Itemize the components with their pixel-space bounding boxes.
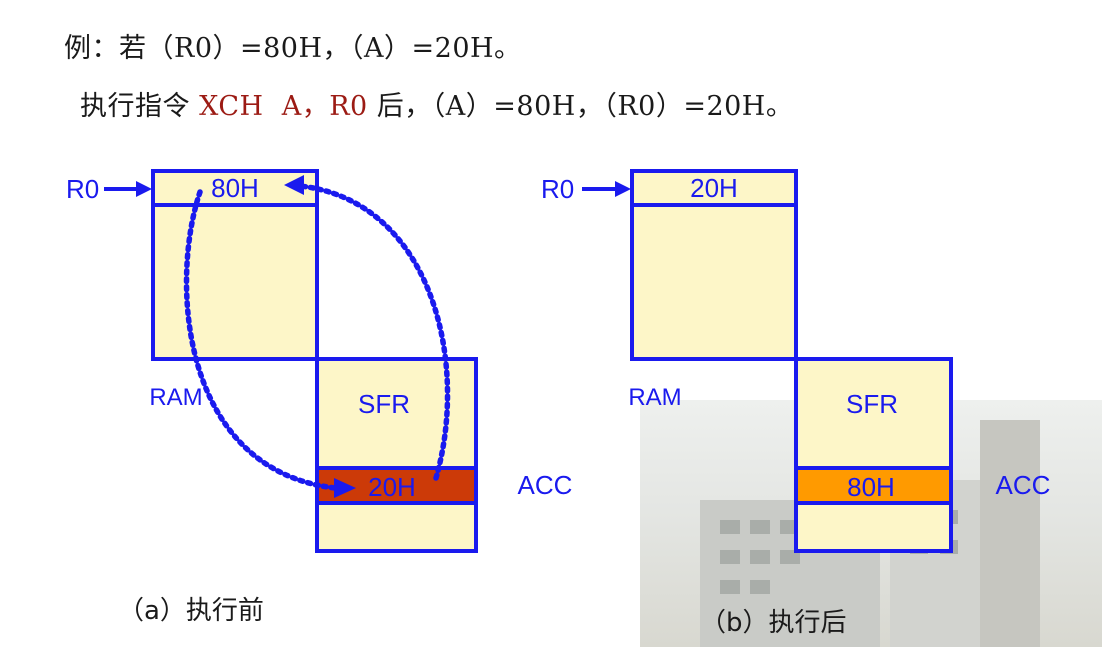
example-statement: 例：若（R0）=80H，（A）=20H。 — [64, 33, 522, 64]
acc-cell-value: 20H — [368, 472, 416, 502]
acc-cell — [796, 468, 951, 503]
instruction-code: XCH A，R0 — [199, 91, 368, 122]
r0-cell-value: 80H — [211, 173, 259, 203]
sfr-label: SFR — [358, 389, 410, 419]
ram-block — [151, 169, 319, 361]
sfr-label: SFR — [846, 389, 898, 419]
caption-after: （b）执行后 — [700, 608, 847, 638]
ram-label: RAM — [149, 384, 202, 411]
exchange-arrow-acc-to-r0 — [297, 183, 451, 481]
diagram-after: R0 20H RAM SFR 80H ACC — [541, 169, 1051, 553]
sfr-block — [315, 357, 478, 553]
diagram-before: R0 80H RAM SFR 20H ACC — [66, 169, 573, 553]
sfr-block — [794, 357, 953, 553]
instruction-prefix: 执行指令 — [80, 91, 200, 122]
instruction-statement: 执行指令 XCH A，R0 后，（A）=80H，（R0）=20H。 — [80, 84, 793, 123]
r0-pointer-label: R0 — [66, 174, 99, 204]
acc-label: ACC — [518, 470, 573, 500]
exchange-arrow-r0-to-acc — [183, 189, 338, 491]
r0-cell-value: 20H — [690, 173, 738, 203]
acc-cell-value: 80H — [847, 472, 895, 502]
r0-pointer-label: R0 — [541, 174, 574, 204]
caption-before: （a）执行前 — [118, 596, 264, 626]
ram-label: RAM — [628, 384, 681, 411]
acc-label: ACC — [996, 470, 1051, 500]
ram-block — [630, 169, 798, 361]
instruction-result: 后，（A）=80H，（R0）=20H。 — [367, 91, 794, 122]
